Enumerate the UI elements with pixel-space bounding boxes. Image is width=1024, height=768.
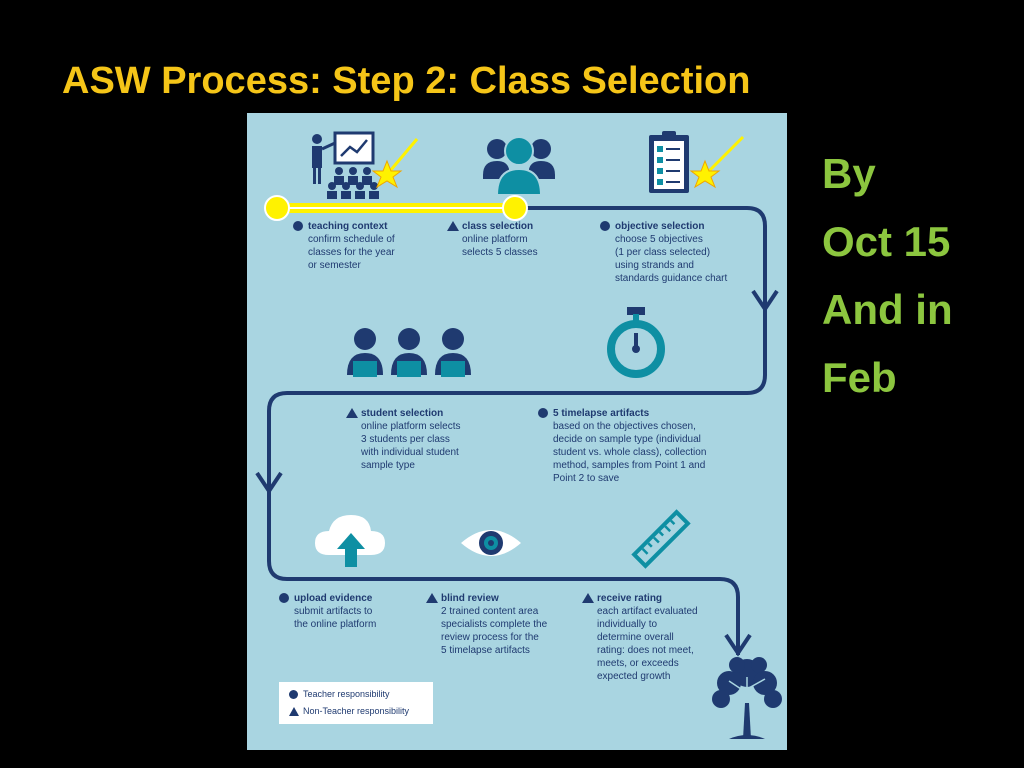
step-upload-evidence: upload evidence submit artifacts to the … bbox=[279, 592, 414, 631]
non-teacher-responsibility-marker bbox=[582, 593, 594, 603]
step-title: upload evidence bbox=[294, 593, 373, 604]
step-description: 2 trained content area specialists compl… bbox=[441, 606, 548, 656]
teacher-responsibility-marker bbox=[279, 593, 289, 603]
legend-item-teacher: Teacher responsibility bbox=[289, 689, 390, 699]
step-description: submit artifacts to the online platform bbox=[294, 606, 377, 630]
step-class-selection: class selection online platform selects … bbox=[447, 220, 582, 259]
teacher-responsibility-marker bbox=[293, 221, 303, 231]
progress-current-node bbox=[502, 195, 528, 221]
tree-icon bbox=[712, 657, 782, 739]
step-title: blind review bbox=[441, 593, 499, 604]
step-title: class selection bbox=[462, 221, 534, 232]
step-blind-review: blind review 2 trained content area spec… bbox=[426, 592, 571, 657]
process-flow-path bbox=[255, 195, 779, 657]
step-teaching-context: teaching context confirm schedule of cla… bbox=[293, 220, 428, 272]
progress-start-node bbox=[264, 195, 290, 221]
side-note-line: By bbox=[822, 150, 876, 197]
step-objective-selection: objective selection choose 5 objectives … bbox=[600, 220, 755, 285]
ruler-icon bbox=[631, 509, 691, 569]
step-description: choose 5 objectives (1 per class selecte… bbox=[615, 234, 728, 284]
process-infographic: teaching context confirm schedule of cla… bbox=[247, 113, 787, 750]
checklist-clipboard-icon bbox=[649, 131, 745, 193]
legend-item-non-teacher: Non-Teacher responsibility bbox=[289, 706, 410, 716]
step-title: teaching context bbox=[308, 221, 388, 232]
group-of-people-icon bbox=[483, 136, 555, 195]
flow-arrowhead bbox=[255, 471, 283, 495]
side-note-line: And in bbox=[822, 286, 953, 333]
step-student-selection: student selection online platform select… bbox=[346, 407, 501, 472]
step-description: online platform selects 3 students per c… bbox=[361, 421, 461, 471]
side-note-line: Feb bbox=[822, 354, 897, 401]
teacher-responsibility-marker bbox=[600, 221, 610, 231]
cloud-upload-icon bbox=[315, 515, 385, 567]
eye-icon bbox=[461, 530, 521, 556]
legend-label: Teacher responsibility bbox=[303, 689, 390, 699]
legend: Teacher responsibility Non-Teacher respo… bbox=[279, 682, 433, 724]
non-teacher-responsibility-marker bbox=[346, 408, 358, 418]
step-description: confirm schedule of classes for the year… bbox=[308, 234, 395, 271]
step-title: objective selection bbox=[615, 221, 705, 232]
non-teacher-responsibility-marker bbox=[426, 593, 438, 603]
step-description: each artifact evaluated individually to … bbox=[597, 606, 698, 682]
step-title: receive rating bbox=[597, 593, 663, 604]
step-timelapse-artifacts: 5 timelapse artifacts based on the objec… bbox=[538, 407, 743, 485]
stopwatch-icon bbox=[607, 307, 665, 378]
step-title: student selection bbox=[361, 408, 444, 419]
side-note-line: Oct 15 bbox=[822, 218, 951, 265]
flow-line bbox=[267, 206, 767, 655]
step-title: 5 timelapse artifacts bbox=[553, 408, 650, 419]
step-description: based on the objectives chosen, decide o… bbox=[553, 421, 707, 484]
teacher-presentation-icon bbox=[312, 131, 419, 199]
slide-title: ASW Process: Step 2: Class Selection bbox=[62, 60, 751, 102]
flow-arrowhead bbox=[724, 633, 752, 657]
circle-marker-icon bbox=[289, 690, 298, 699]
non-teacher-responsibility-marker bbox=[447, 221, 459, 231]
teacher-responsibility-marker bbox=[538, 408, 548, 418]
step-description: online platform selects 5 classes bbox=[462, 234, 538, 258]
step-receive-rating: receive rating each artifact evaluated i… bbox=[582, 592, 727, 683]
legend-label: Non-Teacher responsibility bbox=[303, 706, 410, 716]
flow-arrowhead bbox=[751, 289, 779, 313]
students-at-desks-icon bbox=[347, 328, 471, 377]
triangle-marker-icon bbox=[289, 707, 299, 716]
side-note: By Oct 15 And in Feb bbox=[822, 140, 953, 412]
